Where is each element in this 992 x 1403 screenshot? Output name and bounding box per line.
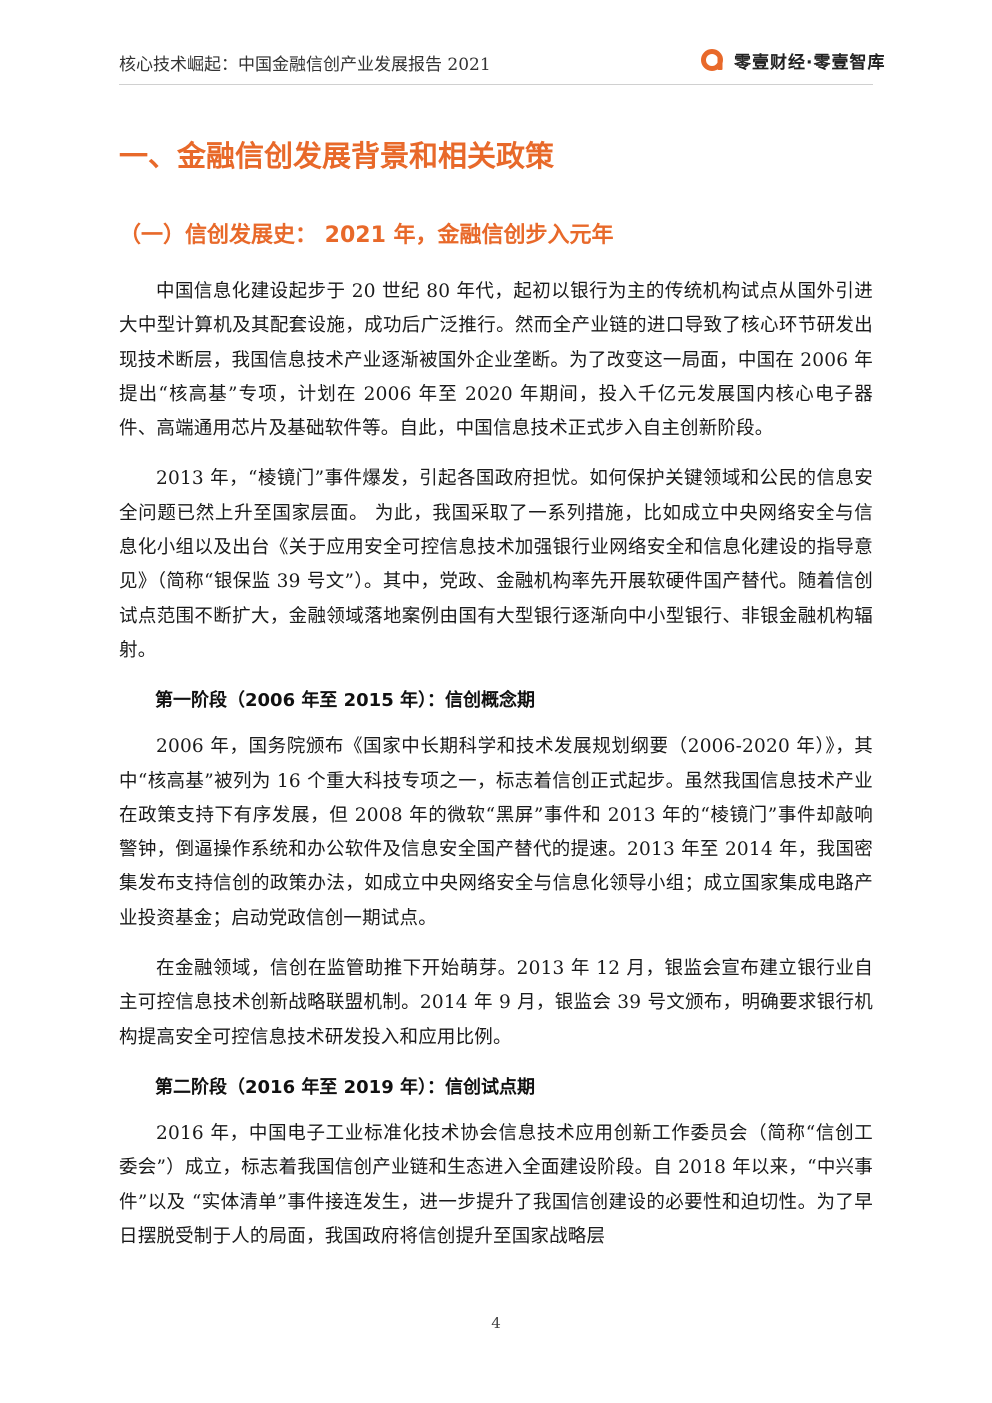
header-title: 核心技术崛起：中国金融信创产业发展报告 2021 bbox=[119, 55, 491, 75]
body-text: 中国信息化建设起步于 20 世纪 80 年代，起初以银行为主的传统机构试点从国外… bbox=[119, 275, 873, 1270]
page-header: 核心技术崛起：中国金融信创产业发展报告 2021 零壹财经·零壹智库 bbox=[0, 0, 992, 92]
stage-1-heading: 第一阶段（2006 年至 2015 年）：信创概念期 bbox=[155, 690, 535, 712]
logo-mark-icon bbox=[701, 49, 723, 71]
brand-logo: 零壹财经·零壹智库 bbox=[700, 46, 885, 74]
section-title: 一、金融信创发展背景和相关政策 bbox=[119, 139, 555, 173]
paragraph-2: 2013 年，“棱镜门”事件爆发，引起各国政府担忧。如何保护关键领域和公民的信息… bbox=[119, 468, 873, 661]
paragraph-3: 2006 年，国务院颁布《国家中长期科学和技术发展规划纲要（2006-2020 … bbox=[119, 736, 873, 929]
paragraph-5: 2016 年，中国电子工业标准化技术协会信息技术应用创新工作委员会（简称“信创工… bbox=[119, 1122, 873, 1247]
logo-text: 零壹财经·零壹智库 bbox=[734, 52, 886, 73]
paragraph-4: 在金融领域，信创在监管助推下开始萌芽。2013 年 12 月，银监会宣布建立银行… bbox=[119, 958, 873, 1048]
stage-2-heading: 第二阶段（2016 年至 2019 年）：信创试点期 bbox=[155, 1076, 535, 1098]
subsection-title: （一）信创发展史： 2021 年，金融信创步入元年 bbox=[119, 223, 614, 248]
paragraph-1: 中国信息化建设起步于 20 世纪 80 年代，起初以银行为主的传统机构试点从国外… bbox=[119, 281, 873, 440]
page-number: 4 bbox=[491, 1314, 501, 1332]
header-divider bbox=[119, 84, 873, 85]
